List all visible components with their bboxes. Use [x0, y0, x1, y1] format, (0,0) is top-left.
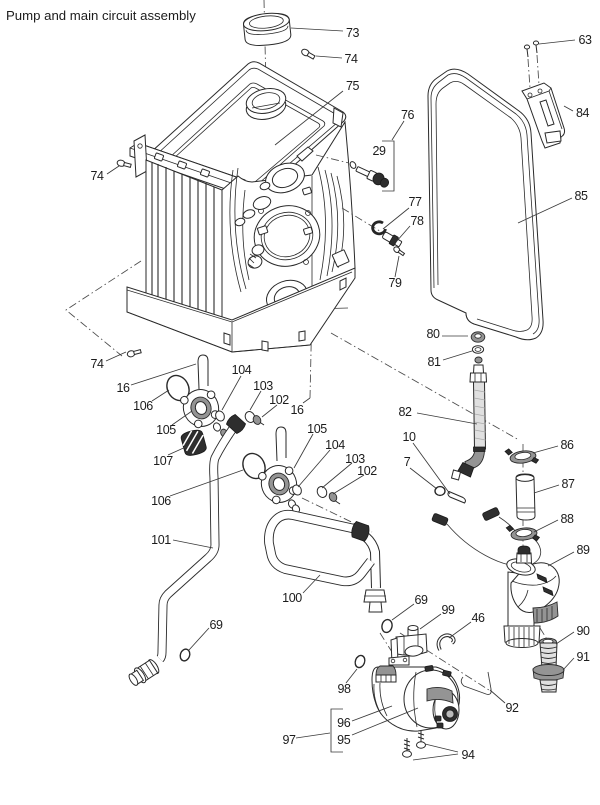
svg-text:29: 29	[372, 144, 386, 158]
svg-text:97: 97	[282, 733, 296, 747]
svg-text:107: 107	[153, 454, 173, 468]
svg-text:78: 78	[410, 214, 424, 228]
svg-text:102: 102	[357, 464, 377, 478]
svg-text:75: 75	[346, 79, 360, 93]
svg-text:69: 69	[414, 593, 428, 607]
svg-text:88: 88	[560, 512, 574, 526]
svg-text:74: 74	[90, 169, 104, 183]
svg-text:98: 98	[337, 682, 351, 696]
svg-text:81: 81	[427, 355, 441, 369]
svg-text:16: 16	[290, 403, 304, 417]
svg-text:95: 95	[337, 733, 351, 747]
svg-text:63: 63	[578, 33, 592, 47]
svg-text:105: 105	[307, 422, 327, 436]
svg-text:74: 74	[344, 52, 358, 66]
svg-text:76: 76	[401, 108, 415, 122]
svg-text:73: 73	[346, 26, 360, 40]
svg-text:94: 94	[461, 748, 475, 762]
svg-text:104: 104	[232, 363, 252, 377]
svg-text:89: 89	[576, 543, 590, 557]
svg-text:105: 105	[156, 423, 176, 437]
svg-text:92: 92	[505, 701, 519, 715]
svg-text:87: 87	[561, 477, 575, 491]
svg-text:100: 100	[282, 591, 302, 605]
svg-text:103: 103	[345, 452, 365, 466]
svg-text:106: 106	[151, 494, 171, 508]
svg-text:85: 85	[574, 189, 588, 203]
svg-text:69: 69	[209, 618, 223, 632]
svg-text:104: 104	[325, 438, 345, 452]
svg-text:96: 96	[337, 716, 351, 730]
svg-text:Pump and main circuit assembly: Pump and main circuit assembly	[6, 8, 196, 23]
svg-text:102: 102	[269, 393, 289, 407]
svg-text:106: 106	[133, 399, 153, 413]
svg-text:80: 80	[426, 327, 440, 341]
svg-text:79: 79	[388, 276, 402, 290]
svg-text:16: 16	[116, 381, 130, 395]
svg-text:7: 7	[404, 455, 411, 469]
svg-text:91: 91	[576, 650, 590, 664]
svg-text:46: 46	[471, 611, 485, 625]
svg-text:74: 74	[90, 357, 104, 371]
svg-text:103: 103	[253, 379, 273, 393]
svg-text:84: 84	[576, 106, 590, 120]
svg-text:99: 99	[441, 603, 455, 617]
svg-text:101: 101	[151, 533, 171, 547]
svg-text:10: 10	[402, 430, 416, 444]
svg-text:86: 86	[560, 438, 574, 452]
svg-text:77: 77	[408, 195, 422, 209]
svg-text:82: 82	[398, 405, 412, 419]
svg-text:90: 90	[576, 624, 590, 638]
